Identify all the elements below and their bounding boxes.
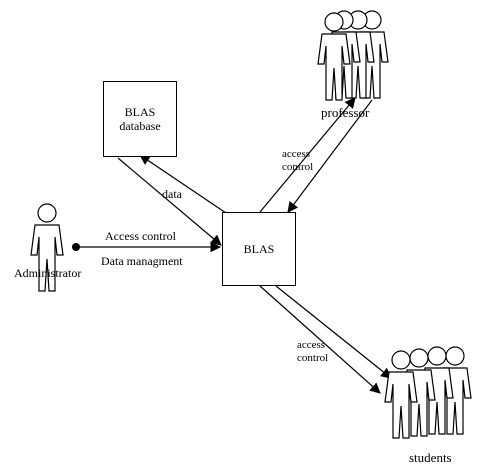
edge-blas-to-professor [259,97,356,213]
blas-database-box: BLAS database [103,81,177,157]
edge-blas-to-db [139,154,227,214]
edge-label-data: data [162,187,182,201]
students-label: students [409,450,452,465]
edge-db-to-blas [117,157,222,246]
people-group-icon [384,346,472,439]
edge-blas-to-students-1 [259,285,381,394]
edge-label-professor-access: access control [282,148,313,174]
people-group-icon [317,10,389,101]
professor-access-line2: control [282,161,314,174]
person-icon [30,203,64,292]
administrator-label: Administrator [14,266,82,280]
blas-label: BLAS [243,241,275,256]
edge-professor-to-blas [287,99,373,213]
edge-label-access-control: Access control [105,229,176,243]
professor-label: professor [321,105,370,120]
edge-label-data-management: Data managment [101,254,183,268]
professor-access-line1: access [282,148,311,160]
blas-database-label-line2: database [119,119,161,133]
students-access-line2: control [297,352,329,365]
blas-box: BLAS [222,212,296,286]
edge-label-students-access: access control [297,339,328,365]
students-access-line1: access [297,339,326,351]
edge-blas-to-students-2 [275,285,392,379]
blas-database-label-line1: BLAS [124,104,156,119]
